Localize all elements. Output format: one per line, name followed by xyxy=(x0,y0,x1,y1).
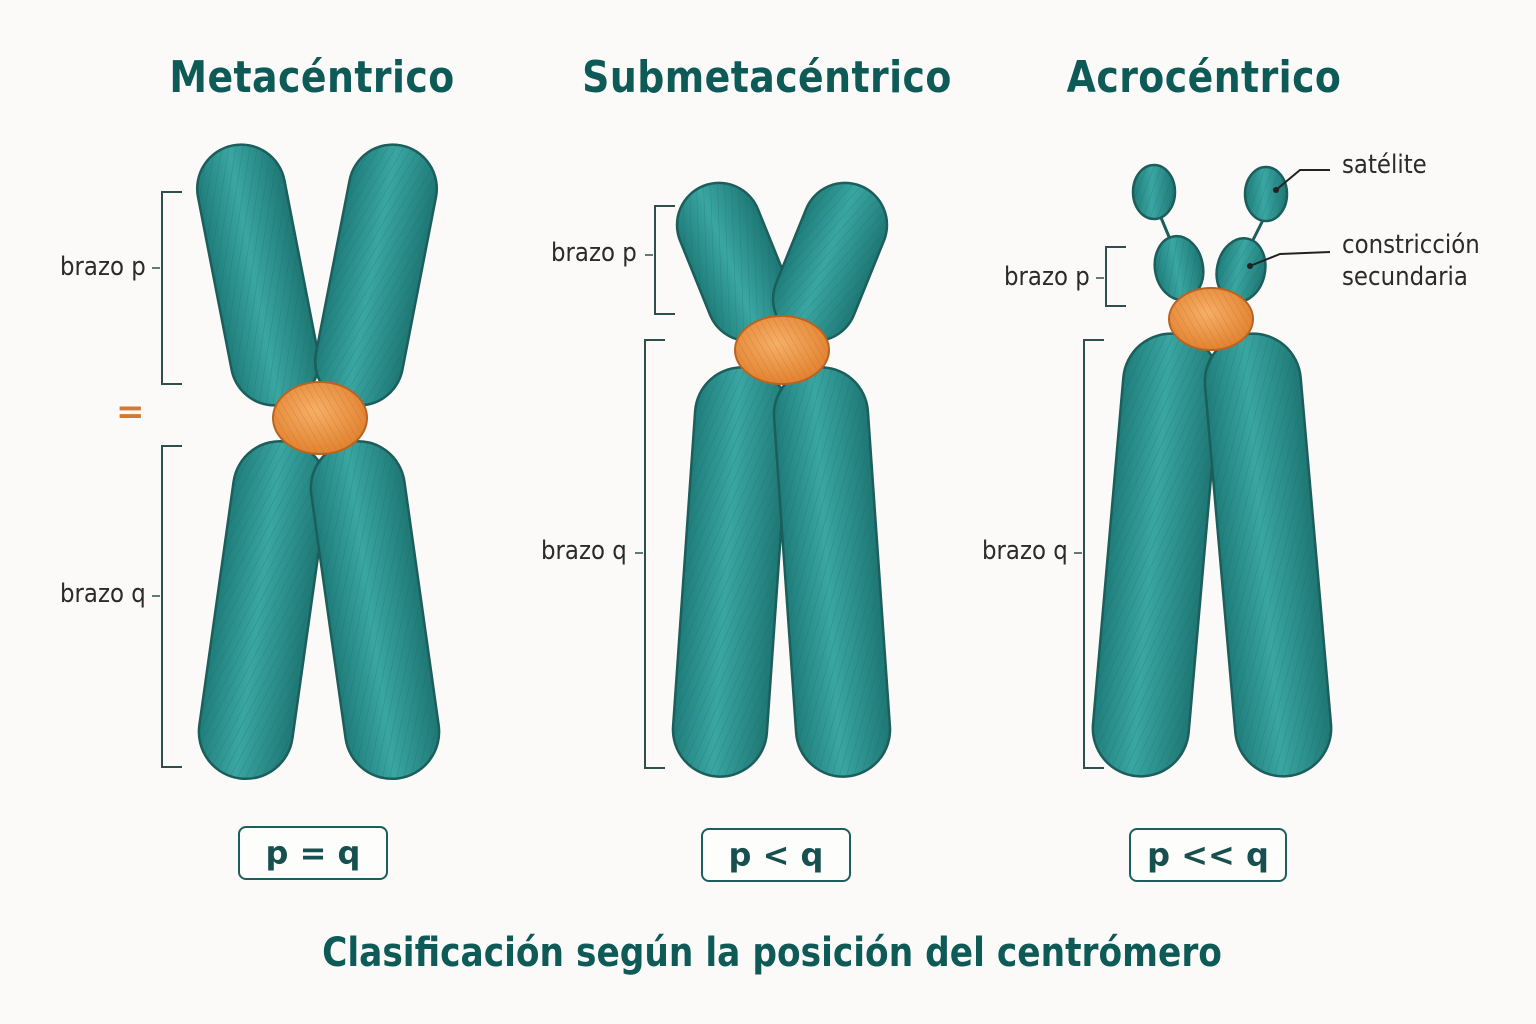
meta-label-p-arm: brazo p xyxy=(60,252,146,282)
submetacentric-chromosome xyxy=(635,170,900,780)
ratio-box-acrocentric: p << q xyxy=(1129,828,1287,882)
title-submetacentric: Submetacéntrico xyxy=(582,52,952,103)
title-acrocentric: Acrocéntrico xyxy=(1067,52,1342,103)
label-secondary-constriction-line1: constricción xyxy=(1342,230,1480,260)
meta-arm-q-right xyxy=(305,435,445,785)
meta-arm-p-right xyxy=(308,137,445,413)
acro-arm-q-right xyxy=(1201,330,1335,781)
sub-arm-q-right xyxy=(771,364,893,780)
meta-bracket-q xyxy=(162,446,182,767)
satellite-right xyxy=(1245,167,1287,221)
acro-label-p-arm: brazo p xyxy=(1004,262,1090,292)
acro-bracket-p xyxy=(1106,247,1126,306)
acrocentric-chromosome xyxy=(1074,165,1335,780)
ratio-box-submetacentric: p < q xyxy=(701,828,851,882)
diagram-caption: Clasificación según la posición del cent… xyxy=(322,930,1222,976)
acro-arm-q-left xyxy=(1089,330,1223,781)
sub-bracket-p xyxy=(655,206,675,314)
title-metacentric: Metacéntrico xyxy=(169,52,454,103)
ratio-box-metacentric: p = q xyxy=(238,826,388,880)
acro-label-q-arm: brazo q xyxy=(982,536,1068,566)
equal-sign: = xyxy=(116,392,145,432)
label-satellite: satélite xyxy=(1342,150,1427,180)
meta-arm-p-left xyxy=(190,137,327,413)
meta-centromere xyxy=(273,382,367,454)
sub-centromere xyxy=(735,316,829,384)
metacentric-chromosome xyxy=(152,137,445,785)
label-secondary-constriction-line2: secundaria xyxy=(1342,262,1468,292)
acro-centromere xyxy=(1169,288,1253,350)
sub-bracket-q xyxy=(645,340,665,768)
sub-label-p-arm: brazo p xyxy=(551,238,637,268)
satellite-left xyxy=(1133,165,1175,219)
sub-label-q-arm: brazo q xyxy=(541,536,627,566)
meta-label-q-arm: brazo q xyxy=(60,579,146,609)
meta-bracket-p xyxy=(162,192,182,384)
